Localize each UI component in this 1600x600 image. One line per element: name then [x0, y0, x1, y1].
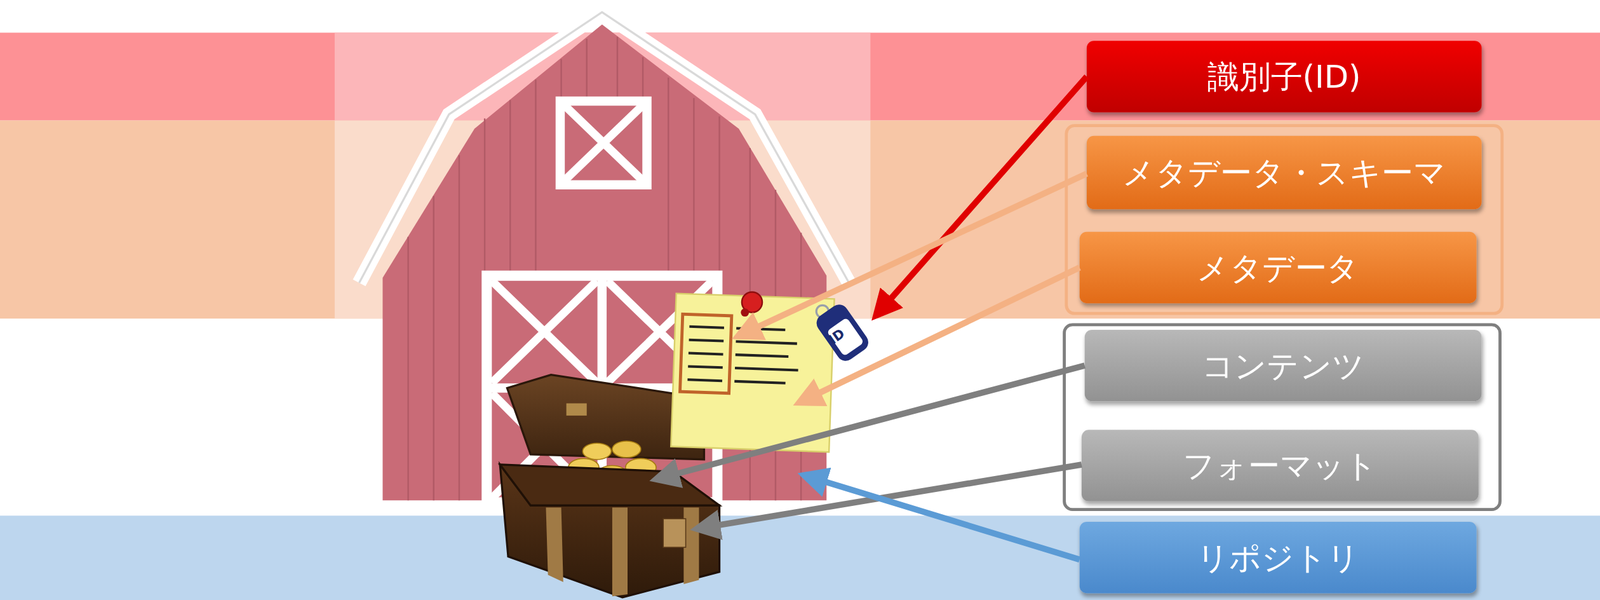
leader-arrow	[661, 365, 1085, 478]
box-label: コンテンツ	[1201, 348, 1365, 384]
chest-lock	[663, 518, 686, 547]
box-label: フォーマット	[1182, 447, 1378, 483]
tag-body	[813, 301, 873, 365]
plank-line	[458, 154, 460, 500]
note-paper	[670, 293, 834, 453]
note-line	[735, 354, 789, 357]
leader-arrow	[879, 76, 1087, 311]
note-line	[734, 381, 786, 384]
plank-line	[560, 59, 562, 97]
metadata-group-outline	[1066, 125, 1503, 314]
chest-body	[499, 464, 720, 598]
plank-line	[407, 236, 409, 500]
door-cross	[491, 280, 597, 384]
schema-box: メタデータ・スキーマ	[1086, 135, 1482, 210]
chest-band	[612, 506, 628, 596]
door-cross	[491, 280, 597, 384]
box-label: 識別子(ID)	[1207, 59, 1361, 95]
plank-line	[692, 97, 695, 271]
plank-line	[484, 118, 486, 270]
plank-line	[534, 79, 537, 270]
content-box: コンテンツ	[1084, 329, 1482, 401]
id-tag	[813, 301, 873, 365]
note-line	[688, 353, 724, 355]
plank-line	[642, 57, 644, 98]
note-line	[735, 341, 797, 343]
coin	[612, 440, 641, 458]
window-cross	[564, 104, 643, 181]
plank-line	[586, 38, 588, 98]
schema-form	[680, 313, 732, 394]
chest-hinge	[566, 403, 587, 416]
plank-line	[616, 36, 619, 98]
plank-line	[509, 99, 511, 270]
leader-arrow	[809, 476, 1080, 559]
pin-needle	[740, 308, 749, 317]
window-frame	[560, 100, 648, 185]
metadata-box: メタデータ	[1079, 231, 1477, 303]
id-band	[0, 32, 1600, 121]
note-line	[736, 327, 786, 330]
note-line	[687, 379, 723, 381]
box-label: メタデータ・スキーマ	[1122, 154, 1446, 190]
chest-bands	[545, 506, 699, 596]
plank-line	[667, 77, 669, 271]
window-cross	[564, 104, 643, 181]
leader-arrow	[804, 267, 1080, 401]
note-lines	[687, 326, 800, 384]
content-group-outline	[1064, 324, 1501, 510]
leader-arrow	[743, 173, 1087, 334]
coin	[582, 442, 612, 460]
chest-rim	[499, 464, 720, 505]
repository-band	[0, 515, 1600, 600]
plank-line	[433, 195, 435, 500]
barn-roof	[358, 12, 849, 283]
note-line	[687, 365, 723, 368]
id-box: 識別子(ID)	[1086, 40, 1482, 112]
plank-line	[718, 116, 720, 271]
barn-window	[560, 100, 648, 185]
note-sheet	[670, 293, 834, 453]
format-box: フォーマット	[1081, 429, 1479, 501]
note-line	[689, 339, 725, 342]
roof-edge	[358, 12, 849, 283]
repository-box: リポジトリ	[1079, 521, 1477, 593]
chest-band	[545, 506, 563, 582]
box-label: メタデータ	[1196, 250, 1359, 286]
box-label: リポジトリ	[1196, 539, 1360, 575]
leader-arrow	[701, 464, 1082, 528]
note-line	[689, 326, 725, 328]
note-line	[734, 367, 799, 370]
